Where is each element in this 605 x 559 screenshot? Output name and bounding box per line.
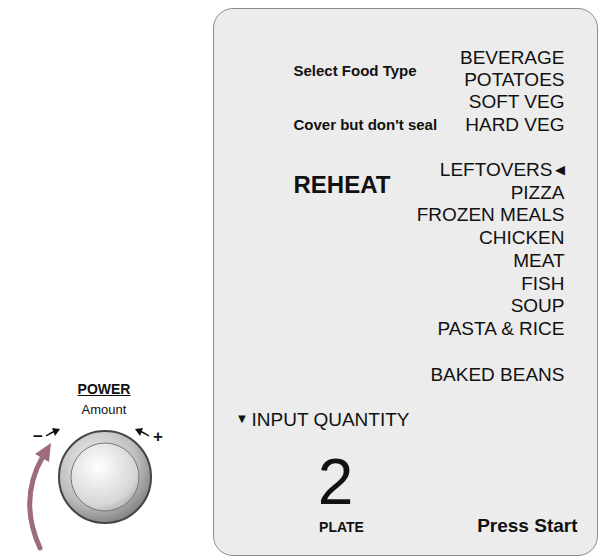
instruction-text: Select Food Type	[294, 63, 417, 80]
direction-mark: +	[153, 428, 163, 447]
food-type: LEFTOVERS	[440, 160, 553, 181]
prompt-indicator: ▼	[236, 412, 249, 426]
prompt-text: INPUT QUANTITY	[252, 410, 410, 431]
food-type: PIZZA	[511, 183, 565, 204]
mode-heading: REHEAT	[294, 172, 391, 198]
food-type: SOFT VEG	[469, 92, 565, 113]
food-type: FROZEN MEALS	[417, 205, 565, 226]
food-type: BEVERAGE	[460, 48, 565, 69]
food-type: CHICKEN	[479, 228, 565, 249]
turn-arrowhead	[35, 443, 51, 462]
minus-arrowhead	[52, 428, 60, 436]
food-type: BAKED BEANS	[430, 365, 564, 386]
food-type: HARD VEG	[465, 115, 564, 136]
plus-arrowhead	[135, 428, 143, 436]
knob-ring	[59, 431, 151, 523]
food-type: SOUP	[511, 296, 565, 317]
control-label: Amount	[82, 403, 127, 417]
control-label: POWER	[78, 382, 131, 397]
turn-arrow	[30, 456, 43, 548]
food-type: FISH	[521, 274, 564, 295]
knob-face	[71, 443, 139, 511]
unit-text: PLATE	[319, 520, 364, 535]
prompt-text: Press Start	[477, 516, 577, 537]
food-type: PASTA & RICE	[437, 319, 564, 340]
food-type: POTATOES	[464, 70, 564, 91]
instruction-text: Cover but don't seal	[294, 117, 438, 134]
selection-indicator: ◀	[555, 163, 565, 177]
quantity-digit: 2	[318, 447, 354, 517]
food-type: MEAT	[513, 251, 564, 272]
display-panel: Select Food TypeCover but don't seal BEVE…	[213, 8, 598, 556]
direction-mark: −	[33, 428, 43, 447]
